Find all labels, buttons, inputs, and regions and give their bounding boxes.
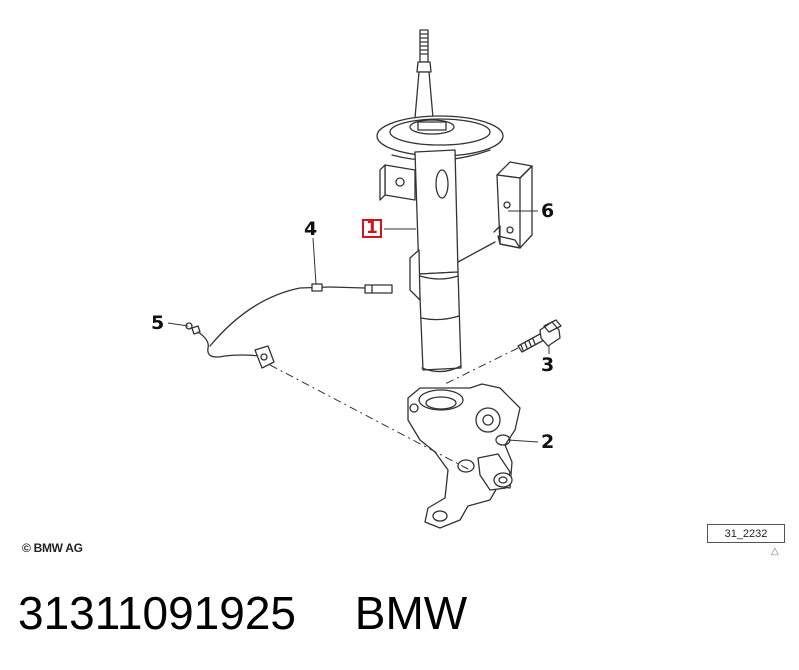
callout-5[interactable]: 5 (151, 312, 165, 334)
copyright-notice: © BMW AG (22, 541, 83, 555)
strut-bracket (379, 164, 496, 301)
leader-5 (167, 322, 189, 327)
brand-name: BMW (354, 587, 468, 639)
footer: 31311091925 BMW (18, 585, 467, 641)
axis-line-sensor (269, 364, 471, 471)
triangle-marker-icon: △ (771, 546, 779, 557)
leader-2 (507, 439, 539, 443)
callout-1[interactable]: 1 (362, 219, 382, 238)
callout-3[interactable]: 3 (541, 354, 555, 376)
callout-2[interactable]: 2 (541, 431, 555, 453)
steering-knuckle (407, 383, 521, 529)
strut-rod (414, 29, 434, 119)
axis-line-bolt (444, 347, 519, 385)
diagram-id-label: 31_2232 (707, 524, 785, 543)
parts-diagram (167, 29, 562, 529)
callout-4[interactable]: 4 (304, 218, 318, 240)
wear-sensor-cable (185, 283, 393, 369)
spring-plate (376, 115, 504, 162)
callout-6[interactable]: 6 (541, 200, 555, 222)
bolt (517, 319, 562, 353)
part-number: 31311091925 (18, 587, 296, 639)
shock-absorber-body (414, 149, 462, 373)
holder-bracket (493, 161, 533, 249)
leader-4 (312, 237, 317, 285)
